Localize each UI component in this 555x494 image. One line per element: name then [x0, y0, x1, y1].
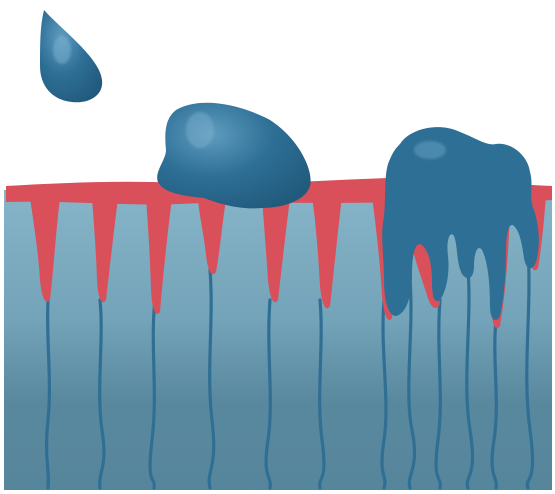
sitting-droplet-body: [157, 103, 310, 209]
substrate-shade-band: [4, 320, 552, 490]
sitting-droplet: [157, 103, 310, 209]
falling-droplet: [40, 10, 102, 102]
penetrating-droplet-highlight: [414, 141, 446, 159]
droplet-highlight: [53, 36, 71, 64]
sitting-droplet-highlight: [186, 112, 214, 148]
